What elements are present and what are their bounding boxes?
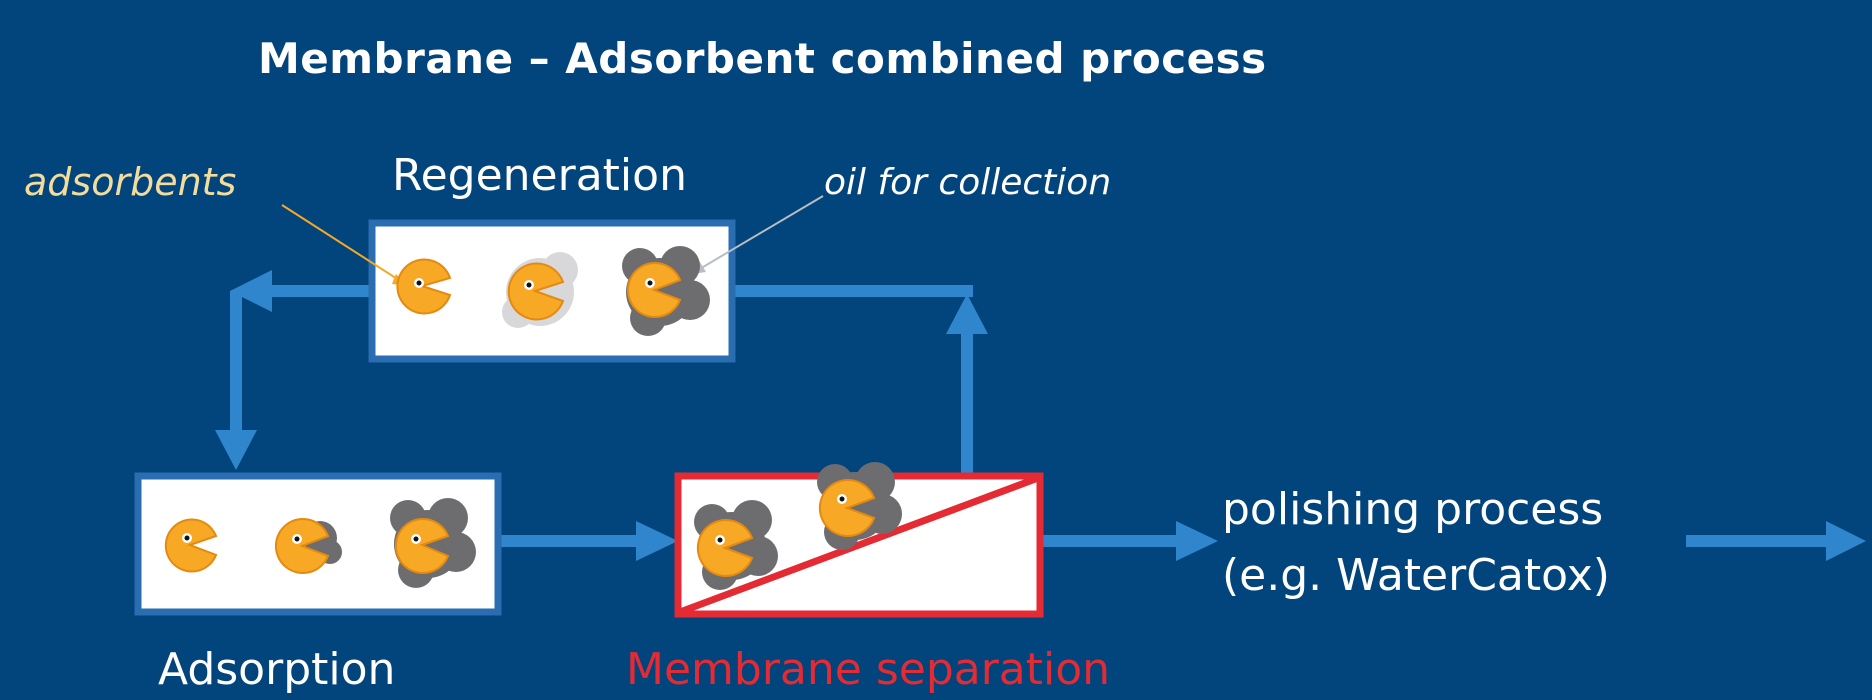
polishing-example-label: (e.g. WaterCatox) — [1222, 550, 1610, 601]
pacman-icon — [395, 518, 450, 574]
oil-for-collection-label: oil for collection — [824, 162, 1112, 203]
adsorbents-label: adsorbents — [24, 160, 237, 204]
arrow-membrane-to-regeneration — [732, 285, 988, 476]
pacman-icon — [696, 519, 754, 577]
adsorbents-pointer — [281, 204, 403, 283]
arrow-membrane-to-polishing — [1040, 521, 1218, 561]
pacman-icon — [627, 262, 682, 318]
pacman-icon — [507, 262, 565, 321]
regeneration-label: Regeneration — [392, 150, 687, 201]
membrane-separation-label: Membrane separation — [626, 644, 1111, 695]
pacman-icon — [396, 258, 452, 315]
oil-pointer — [697, 195, 824, 271]
diagram-title: Membrane – Adsorbent combined process — [258, 34, 1267, 83]
pacman-icon — [818, 479, 876, 537]
pacman-icon — [275, 518, 330, 574]
arrow-adsorption-to-membrane — [498, 521, 678, 561]
polishing-process-label: polishing process — [1222, 484, 1604, 535]
arrow-output — [1686, 521, 1866, 561]
adsorption-label: Adsorption — [158, 644, 396, 695]
pacman-icon — [164, 518, 218, 573]
arrow-regeneration-to-adsorption — [215, 270, 372, 470]
